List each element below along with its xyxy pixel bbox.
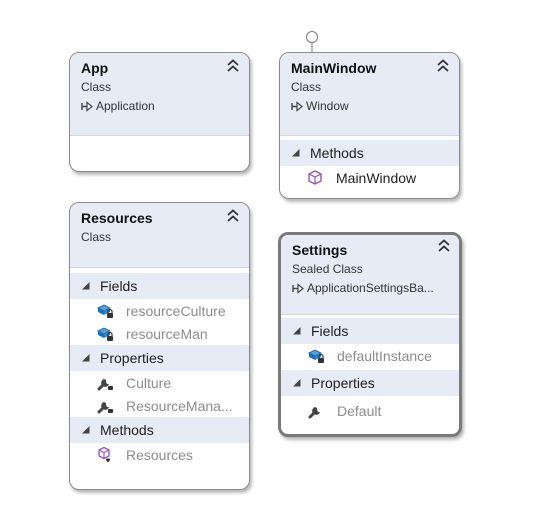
section-fields[interactable]: Fields xyxy=(281,318,459,344)
class-kind: Class xyxy=(81,230,112,244)
triangle-expanded-icon[interactable] xyxy=(82,426,90,434)
class-kind: Class xyxy=(291,80,322,94)
wrench-icon xyxy=(97,378,113,390)
member-method[interactable]: Resources xyxy=(70,443,249,466)
section-label: Properties xyxy=(311,375,375,391)
triangle-expanded-icon[interactable] xyxy=(293,379,301,387)
member-name: ResourceMana... xyxy=(126,397,233,414)
member-name: Default xyxy=(337,402,382,419)
section-label: Methods xyxy=(100,422,154,438)
member-property[interactable]: Default xyxy=(281,399,459,422)
member-name: defaultInstance xyxy=(337,347,432,364)
member-name: resourceMan xyxy=(126,325,208,342)
member-field[interactable]: resourceCulture xyxy=(70,299,249,322)
triangle-expanded-icon[interactable] xyxy=(293,327,301,335)
member-name: Culture xyxy=(126,374,172,391)
double-chevron-up-icon[interactable] xyxy=(436,59,450,73)
class-mainwindow[interactable]: MainWindow Class Window Methods MainWind… xyxy=(279,52,460,199)
section-properties[interactable]: Properties xyxy=(281,370,459,396)
class-name: MainWindow xyxy=(291,60,377,76)
member-name: MainWindow xyxy=(336,169,417,186)
divider xyxy=(281,314,459,315)
class-kind: Class xyxy=(81,80,112,94)
divider xyxy=(70,267,249,268)
base-class: ApplicationSettingsBa... xyxy=(292,281,449,296)
triangle-expanded-icon[interactable] xyxy=(292,149,300,157)
wrench-icon xyxy=(308,406,320,418)
triangle-expanded-icon[interactable] xyxy=(82,282,90,290)
section-label: Methods xyxy=(310,145,364,161)
double-chevron-up-icon[interactable] xyxy=(226,209,240,223)
section-label: Fields xyxy=(311,323,349,339)
member-name: resourceCulture xyxy=(126,302,226,319)
divider xyxy=(70,135,249,136)
class-resources[interactable]: Resources Class Fields resourceCulture r… xyxy=(69,202,250,490)
section-label: Properties xyxy=(100,350,164,366)
class-name: Resources xyxy=(81,210,153,226)
inheritance-arrow-icon xyxy=(81,101,93,112)
class-name: Settings xyxy=(292,242,348,258)
section-properties[interactable]: Properties xyxy=(70,345,249,371)
inheritance-arrow-icon xyxy=(292,283,304,294)
member-name: Resources xyxy=(126,446,193,463)
class-app[interactable]: App Class Application xyxy=(69,52,250,172)
class-kind: Sealed Class xyxy=(292,262,363,276)
member-method[interactable]: MainWindow xyxy=(280,166,459,189)
section-methods[interactable]: Methods xyxy=(280,140,459,166)
class-settings[interactable]: Settings Sealed Class ApplicationSetting… xyxy=(278,232,462,437)
section-methods[interactable]: Methods xyxy=(70,417,249,443)
divider xyxy=(280,135,459,136)
method-cube-icon xyxy=(98,446,111,462)
wrench-icon xyxy=(97,401,113,413)
class-name: App xyxy=(81,60,109,76)
method-cube-icon xyxy=(308,169,322,185)
member-field[interactable]: defaultInstance xyxy=(281,344,459,367)
class-resources-header: Resources Class xyxy=(70,203,249,267)
double-chevron-up-icon[interactable] xyxy=(437,239,451,253)
section-label: Fields xyxy=(100,278,138,294)
private-field-icon xyxy=(96,326,113,341)
base-class: Window xyxy=(291,99,449,114)
class-app-header: App Class Application xyxy=(70,53,249,135)
double-chevron-up-icon[interactable] xyxy=(226,59,240,73)
interface-lollipop-icon xyxy=(306,31,318,55)
inheritance-arrow-icon xyxy=(291,101,303,112)
class-mainwindow-header: MainWindow Class Window xyxy=(280,53,459,135)
class-settings-header: Settings Sealed Class ApplicationSetting… xyxy=(281,235,459,314)
base-class-name: Application xyxy=(96,99,155,113)
base-class-name: ApplicationSettingsBa... xyxy=(307,281,434,295)
member-property[interactable]: ResourceMana... xyxy=(70,394,249,417)
member-property[interactable]: Culture xyxy=(70,371,249,394)
member-field[interactable]: resourceMan xyxy=(70,322,249,345)
base-class: Application xyxy=(81,99,239,114)
base-class-name: Window xyxy=(306,99,349,113)
private-field-icon xyxy=(307,348,324,363)
section-fields[interactable]: Fields xyxy=(70,273,249,299)
private-field-icon xyxy=(96,303,113,318)
triangle-expanded-icon[interactable] xyxy=(82,354,90,362)
